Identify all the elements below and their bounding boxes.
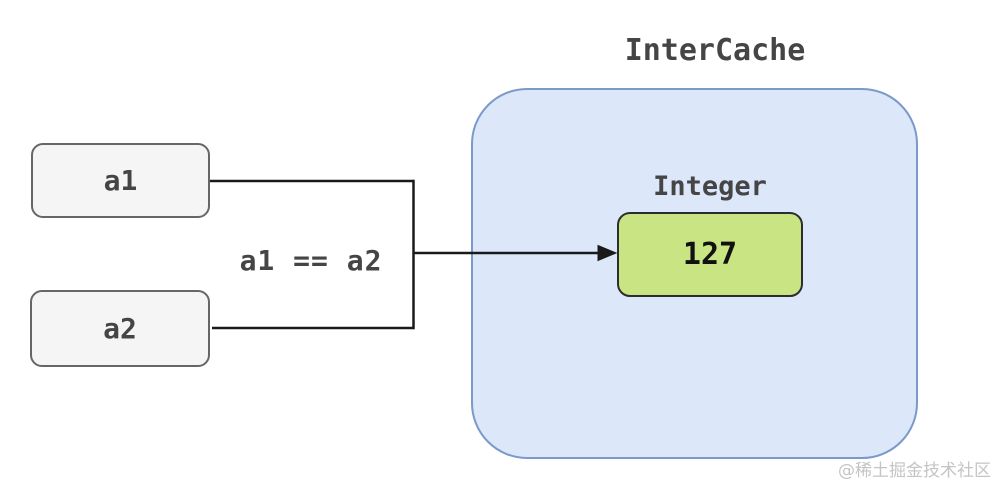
cached-value-box: 127: [617, 212, 803, 297]
node-a1-label: a1: [103, 164, 138, 197]
diagram-title: InterCache: [624, 33, 806, 68]
node-a2: a2: [30, 290, 210, 367]
node-a1: a1: [31, 143, 210, 218]
comparison-label: a1 == a2: [239, 244, 383, 277]
cache-type-label: Integer: [653, 171, 767, 202]
watermark: @稀土掘金技术社区: [838, 461, 991, 481]
node-a2-label: a2: [103, 312, 137, 345]
cached-value-label: 127: [682, 237, 738, 272]
